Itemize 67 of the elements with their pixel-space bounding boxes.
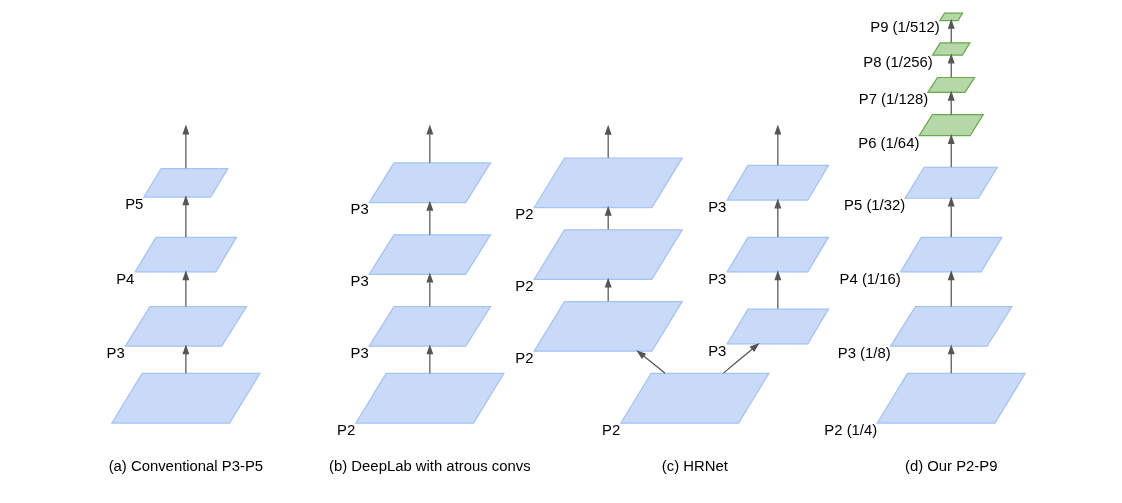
node-label: P3	[350, 273, 369, 290]
node-parallelogram	[532, 229, 683, 280]
label: (d) Our P2-P9	[904, 458, 997, 475]
arrow	[425, 344, 433, 374]
node-label: P3	[707, 198, 726, 215]
label: (c) HRNet	[661, 458, 728, 475]
node-label: P2 (1/4)	[823, 421, 877, 438]
node-label: P2	[514, 206, 534, 223]
arrow	[773, 124, 781, 166]
arrow	[181, 195, 189, 238]
node-label: P3	[350, 201, 369, 218]
node-parallelogram	[888, 306, 1013, 347]
node-label: P7 (1/128)	[858, 91, 928, 108]
node-parallelogram	[133, 236, 238, 273]
node-parallelogram	[926, 76, 976, 93]
arrow	[425, 124, 433, 164]
arrow	[947, 270, 955, 308]
label: (b) DeepLab with atrous convs	[328, 458, 531, 475]
node-parallelogram	[875, 372, 1026, 424]
node-label: P8 (1/256)	[862, 54, 933, 71]
node-parallelogram	[532, 301, 683, 352]
node-parallelogram	[367, 306, 492, 347]
node-label: P5 (1/32)	[843, 197, 905, 214]
node-label: P5	[124, 195, 143, 212]
arrow	[181, 124, 189, 169]
node-label: P2	[336, 421, 355, 438]
node-parallelogram	[354, 372, 505, 424]
node-label: P6 (1/64)	[857, 134, 919, 151]
arrow	[604, 124, 612, 159]
node-label: P4 (1/16)	[839, 270, 901, 287]
node-parallelogram	[142, 167, 229, 198]
node-label: P9 (1/512)	[869, 19, 940, 36]
node-parallelogram	[123, 306, 248, 347]
node-parallelogram	[898, 236, 1003, 273]
node-parallelogram	[367, 162, 492, 204]
node-parallelogram	[938, 12, 964, 22]
node-parallelogram	[367, 234, 492, 276]
label: (a) Conventional P3-P5	[108, 458, 263, 475]
node-label: P3	[350, 345, 369, 362]
node-parallelogram	[725, 308, 830, 345]
node-parallelogram	[110, 372, 261, 424]
arrow	[773, 198, 781, 238]
arrow	[181, 270, 189, 308]
node-label: P2	[514, 278, 534, 295]
arrow	[425, 272, 433, 308]
node-parallelogram	[725, 236, 830, 273]
node-parallelogram	[725, 164, 830, 201]
node-parallelogram	[903, 166, 998, 199]
node-label: P4	[115, 270, 134, 287]
node-label: P3	[106, 345, 125, 362]
arrow	[635, 350, 666, 374]
arrow	[947, 134, 955, 168]
arrow	[425, 200, 433, 236]
arrow	[722, 342, 760, 374]
node-label: P2	[601, 421, 620, 438]
node-parallelogram	[930, 42, 971, 56]
arrow	[947, 196, 955, 238]
node-label: P3	[707, 342, 726, 359]
node-parallelogram	[917, 114, 984, 137]
arrow	[947, 344, 955, 374]
node-label: P3 (1/8)	[837, 345, 891, 362]
arrow	[773, 270, 781, 310]
node-label: P2	[514, 350, 534, 367]
arrow	[181, 344, 189, 374]
node-parallelogram	[532, 157, 683, 209]
node-label: P3	[707, 270, 726, 287]
node-parallelogram	[619, 372, 770, 424]
